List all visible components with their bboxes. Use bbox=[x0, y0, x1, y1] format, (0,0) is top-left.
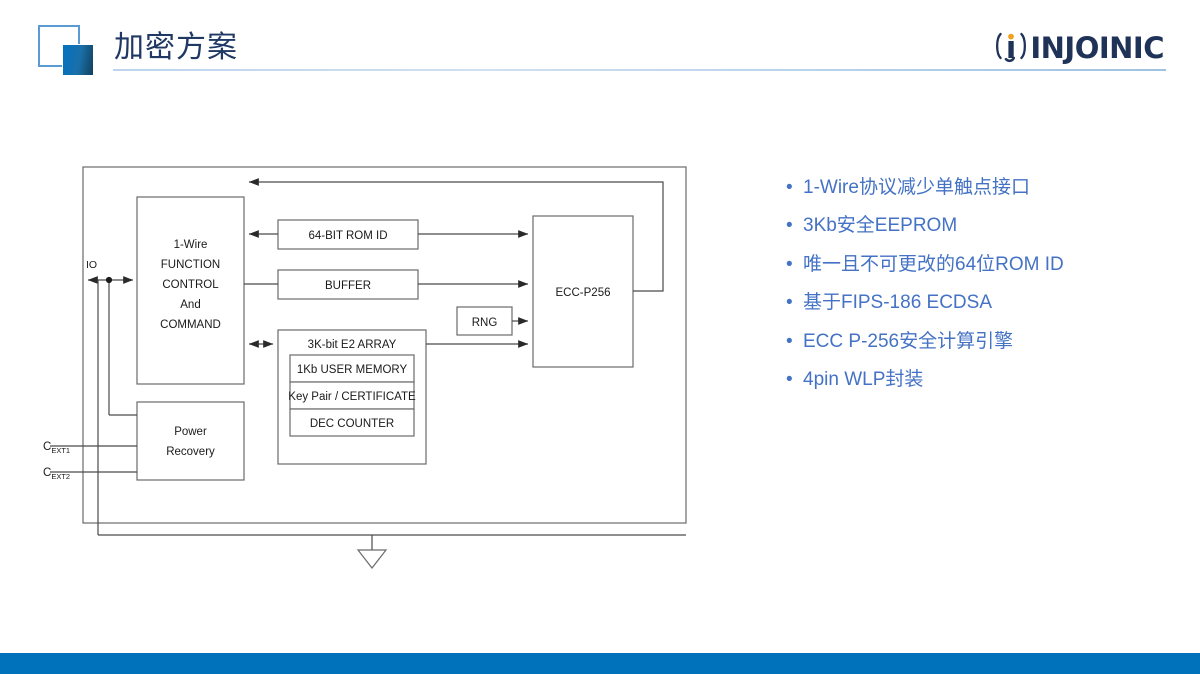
ecc-label: ECC-P256 bbox=[556, 287, 611, 299]
dec-counter-label: DEC COUNTER bbox=[310, 418, 394, 430]
decoration-square-filled-icon bbox=[62, 44, 94, 76]
control-label-line1: 1-Wire bbox=[174, 239, 208, 251]
list-item: • ECC P-256安全计算引擎 bbox=[786, 330, 1166, 352]
slide-header: 加密方案 INJOINIC bbox=[0, 0, 1200, 76]
io-pin-label: IO bbox=[86, 259, 97, 271]
control-label-line2: FUNCTION bbox=[161, 259, 220, 271]
injoinic-j-mark-icon bbox=[994, 29, 1028, 68]
power-label-line2: Recovery bbox=[166, 446, 215, 458]
key-pair-block bbox=[289, 381, 415, 410]
header-divider bbox=[113, 69, 1166, 71]
list-item: • 1-Wire协议减少单触点接口 bbox=[786, 178, 1166, 198]
chip-boundary bbox=[82, 166, 687, 524]
rom-id-label: 64-BIT ROM ID bbox=[308, 230, 387, 242]
bullet-icon: • bbox=[786, 369, 793, 391]
bullet-icon: • bbox=[786, 215, 793, 237]
cext1-pin-label: CEXT1 bbox=[43, 441, 70, 455]
io-junction-dot bbox=[105, 276, 113, 284]
control-label-line5: COMMAND bbox=[160, 319, 221, 331]
list-item: • 4pin WLP封装 bbox=[786, 370, 1166, 390]
bullet-icon: • bbox=[786, 177, 793, 198]
power-recovery-block bbox=[136, 401, 245, 481]
user-memory-label: 1Kb USER MEMORY bbox=[297, 364, 408, 376]
power-label-line1: Power bbox=[174, 426, 207, 438]
list-item-label: 4pin WLP封装 bbox=[803, 369, 924, 391]
control-label-line3: CONTROL bbox=[162, 279, 219, 291]
e2-array-label: 3K-bit E2 ARRAY bbox=[308, 339, 397, 351]
footer-bar bbox=[0, 653, 1200, 674]
feature-list: • 1-Wire协议减少单触点接口 • 3Kb安全EEPROM • 唯一且不可更… bbox=[786, 178, 1166, 409]
block-diagram: IO CEXT1 CEXT2 1-Wire FUNCTION CONTROL A… bbox=[20, 140, 740, 570]
bullet-icon: • bbox=[786, 253, 793, 275]
bullet-icon: • bbox=[786, 330, 793, 352]
ground-icon bbox=[356, 549, 388, 569]
list-item-label: 3Kb安全EEPROM bbox=[803, 215, 958, 237]
cext2-pin-label: CEXT2 bbox=[43, 467, 70, 481]
key-pair-label: Key Pair / CERTIFICATE bbox=[288, 391, 416, 403]
list-item-label: 唯一且不可更改的64位ROM ID bbox=[803, 253, 1064, 275]
list-item-label: 1-Wire协议减少单触点接口 bbox=[803, 177, 1030, 198]
rng-block bbox=[456, 306, 513, 336]
ecc-block bbox=[532, 215, 634, 368]
list-item: • 3Kb安全EEPROM bbox=[786, 216, 1166, 236]
user-memory-block bbox=[289, 354, 415, 383]
bullet-icon: • bbox=[786, 292, 793, 314]
control-label-line4: And bbox=[180, 299, 200, 311]
list-item: • 基于FIPS-186 ECDSA bbox=[786, 293, 1166, 313]
list-item-label: 基于FIPS-186 ECDSA bbox=[803, 292, 992, 314]
list-item-label: ECC P-256安全计算引擎 bbox=[803, 330, 1014, 352]
rng-label: RNG bbox=[472, 317, 498, 329]
list-item: • 唯一且不可更改的64位ROM ID bbox=[786, 253, 1166, 275]
brand-logo: INJOINIC bbox=[994, 31, 1164, 65]
control-block bbox=[136, 196, 245, 385]
dec-counter-block bbox=[289, 408, 415, 437]
brand-wordmark: INJOINIC bbox=[1030, 30, 1164, 65]
buffer-label: BUFFER bbox=[325, 280, 371, 292]
page-title: 加密方案 bbox=[114, 31, 238, 64]
ecc-feedback-line bbox=[248, 178, 664, 292]
